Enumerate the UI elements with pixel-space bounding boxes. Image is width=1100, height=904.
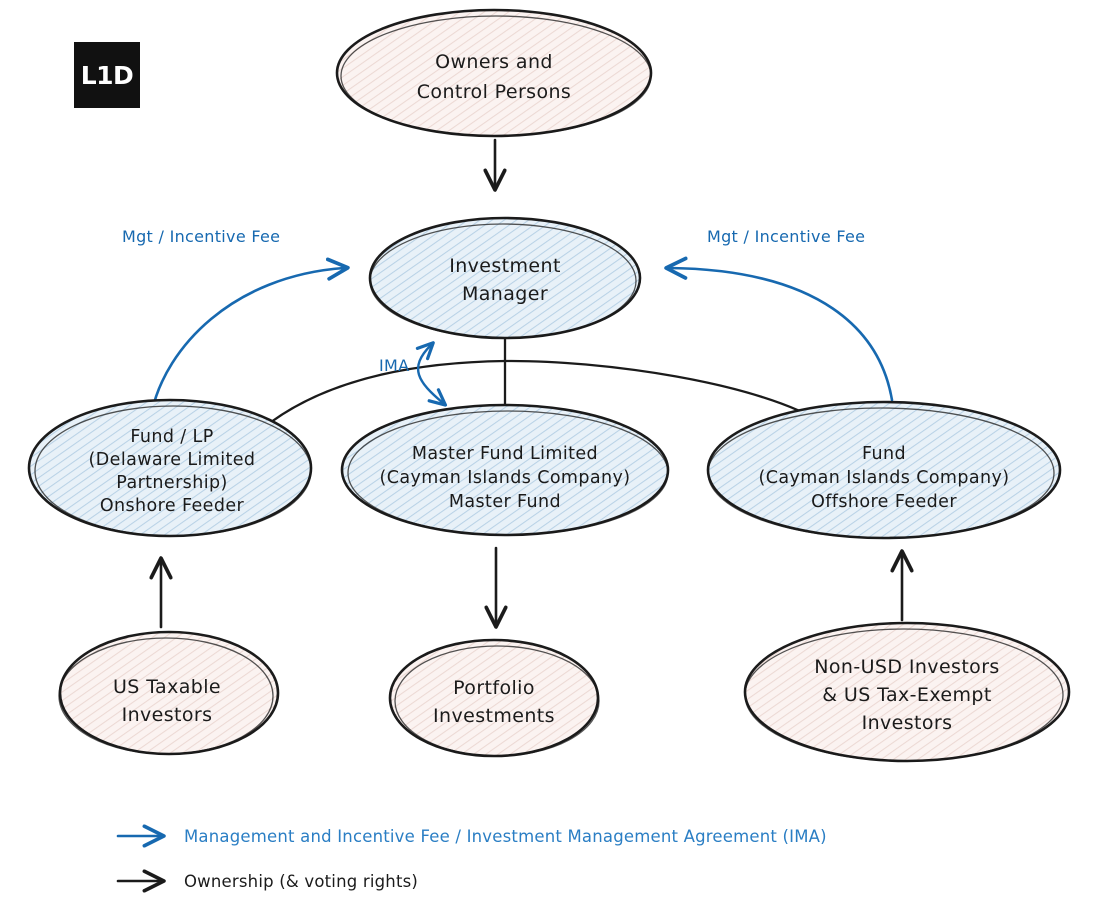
node-owners-and-control-persons[interactable]: Owners and Control Persons [335,8,653,138]
node-label-line: Master Fund Limited [412,444,598,464]
edge-labels-layer: Mgt / Incentive Fee Mgt / Incentive Fee … [122,227,865,375]
edge-label-fee-left: Mgt / Incentive Fee [122,227,280,246]
node-master-fund-limited[interactable]: Master Fund Limited (Cayman Islands Comp… [340,403,670,537]
node-label-line: Manager [462,283,548,305]
edges-layer [149,138,914,629]
edge-label-ima: IMA [379,356,409,375]
legend: Management and Incentive Fee / Investmen… [116,824,827,893]
l1d-logo: L1D [74,42,140,108]
logo-text: L1D [80,60,134,90]
node-fund-offshore-feeder[interactable]: Fund (Cayman Islands Company) Offshore F… [706,400,1062,540]
edge-label-fee-right: Mgt / Incentive Fee [707,227,865,246]
node-investment-manager[interactable]: Investment Manager [368,216,642,340]
node-label-line: Investors [122,704,213,726]
node-label-line: (Delaware Limited [89,450,256,470]
legend-label: Management and Incentive Fee / Investmen… [184,827,827,846]
node-label-line: Investment [449,255,561,277]
node-portfolio-investments[interactable]: Portfolio Investments [388,638,600,758]
node-label-line: Investments [433,705,555,727]
node-label-line: Fund [862,444,906,464]
edge-fee-left [150,257,350,413]
node-label-line: & US Tax-Exempt [822,684,991,706]
node-us-taxable-investors[interactable]: US Taxable Investors [58,630,280,756]
node-label-line: Non-USD Investors [814,656,999,678]
legend-item-ownership: Ownership (& voting rights) [116,869,418,893]
node-label-line: (Cayman Islands Company) [759,468,1010,488]
node-label-line: Offshore Feeder [811,492,957,512]
node-label-line: Onshore Feeder [100,496,245,516]
legend-label: Ownership (& voting rights) [184,872,418,891]
node-label-line: Owners and [435,51,553,73]
node-label-line: Partnership) [116,473,227,493]
node-label-line: Fund / LP [130,427,213,447]
nodes-layer: Owners and Control Persons Investment Ma… [27,8,1071,763]
node-label-line: Master Fund [449,492,561,512]
node-label-line: US Taxable [113,676,221,698]
node-label-line: Control Persons [417,81,571,103]
node-non-usd-and-tax-exempt-investors[interactable]: Non-USD Investors & US Tax-Exempt Invest… [743,621,1071,763]
node-label-line: Investors [862,712,953,734]
legend-item-fee-ima: Management and Incentive Fee / Investmen… [116,824,827,848]
node-label-line: Portfolio [453,677,535,699]
edge-fee-right [664,256,894,402]
edge-ima [415,341,448,407]
node-fund-lp-onshore-feeder[interactable]: Fund / LP (Delaware Limited Partnership)… [27,398,313,538]
node-label-line: (Cayman Islands Company) [380,468,631,488]
